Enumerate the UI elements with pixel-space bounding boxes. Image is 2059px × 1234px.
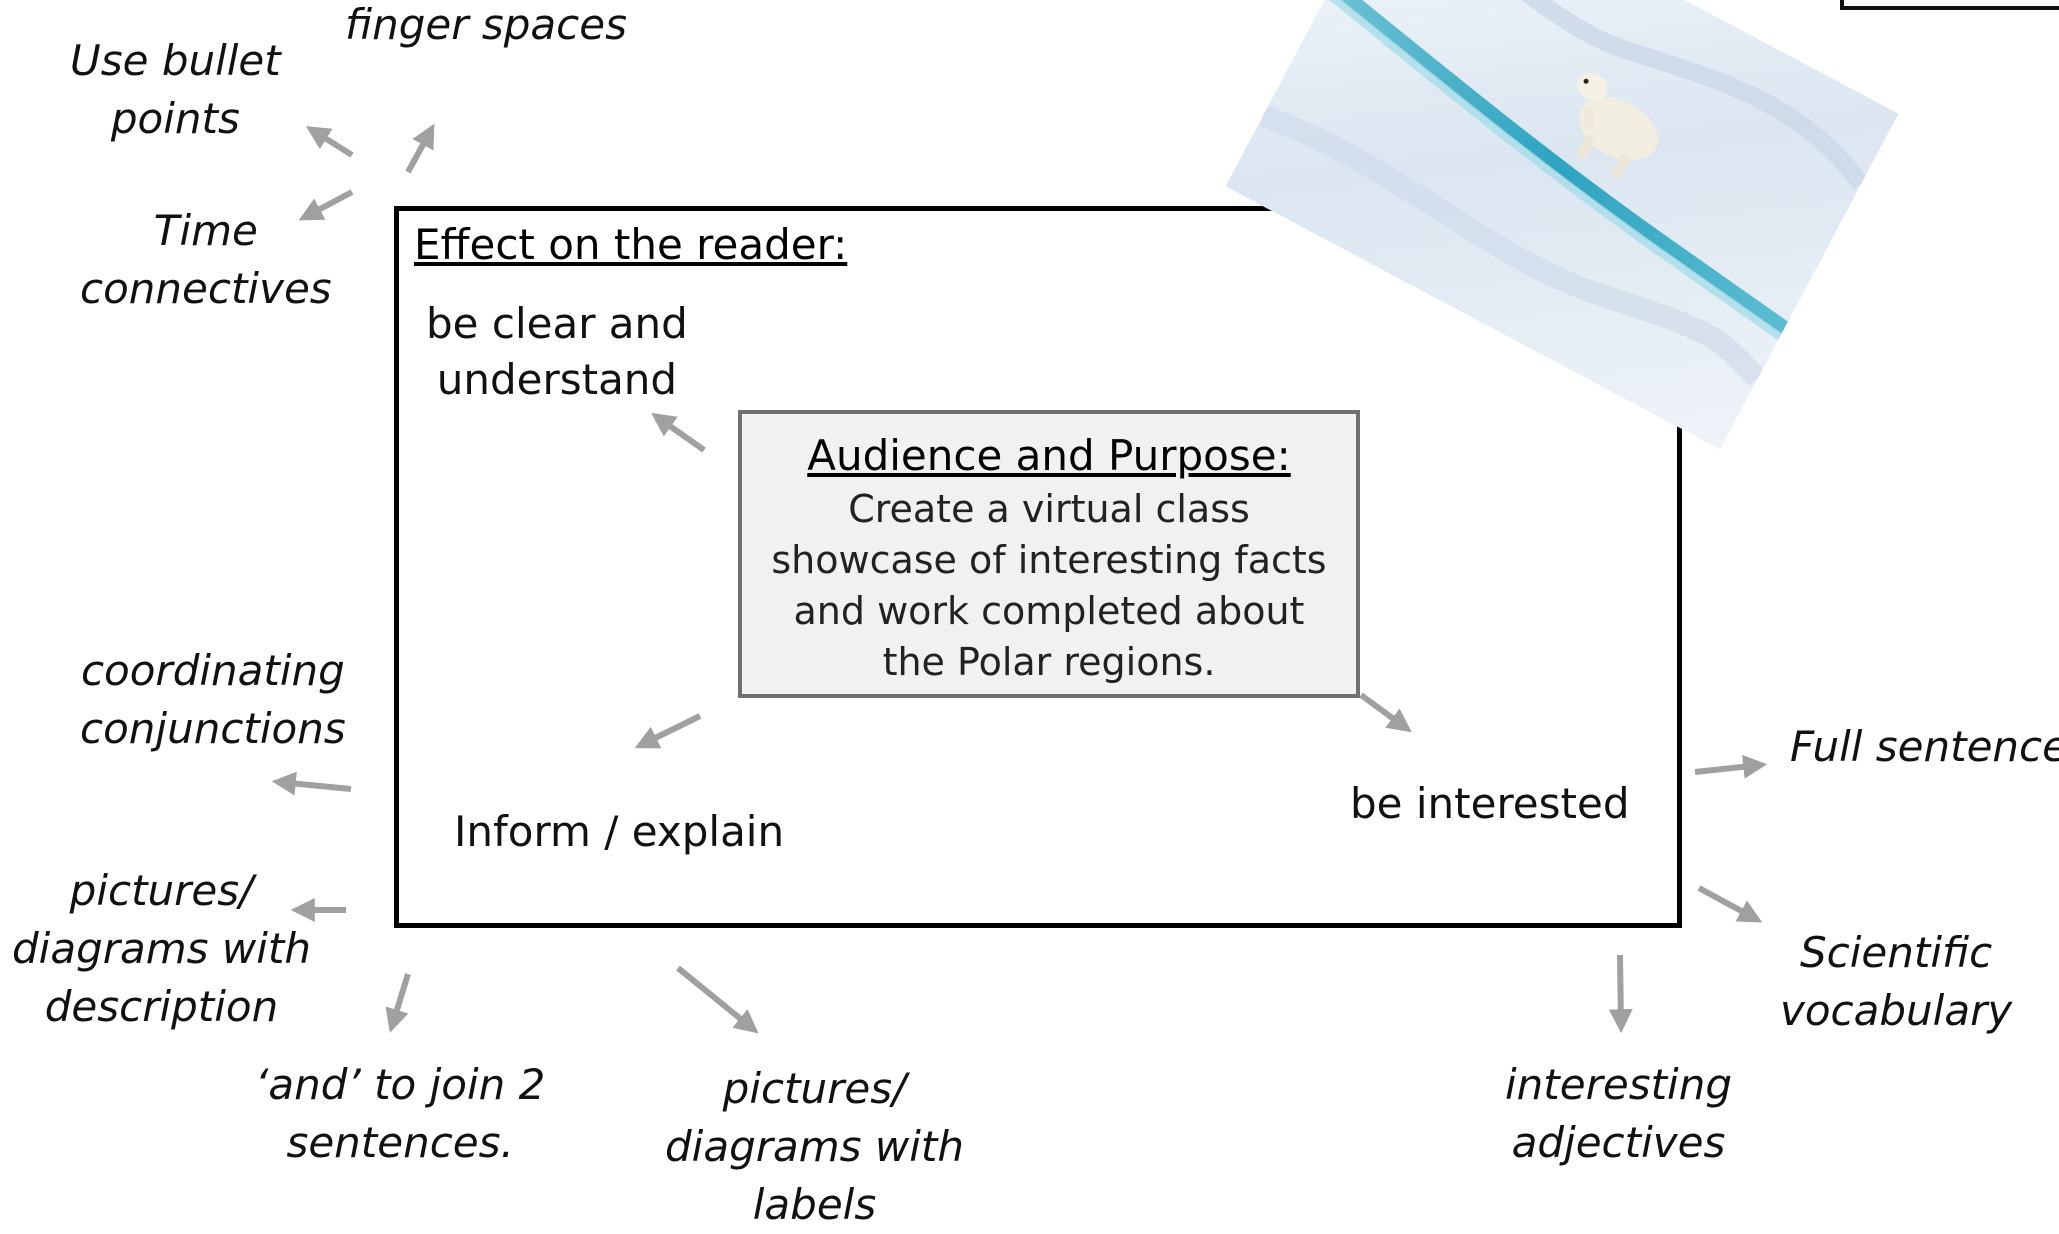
arrow-full-sentence — [1694, 754, 1768, 779]
label-line: Time — [153, 206, 258, 255]
frame-edge — [1840, 0, 2059, 10]
audience-purpose-text: Create a virtual class showcase of inter… — [771, 487, 1327, 684]
label-pictures-description: pictures/ diagrams with description — [12, 862, 311, 1036]
label-and-join: ‘and’ to join 2 sentences. — [255, 1056, 545, 1172]
arrow-interesting-adjectives — [1608, 954, 1633, 1034]
polar-bear-image — [1225, 0, 1899, 450]
label-line: Use bullet — [70, 36, 281, 85]
effect-be-interested: be interested — [1350, 779, 1630, 828]
arrow-time-connectives — [298, 189, 354, 221]
label-line: ‘and’ to join 2 — [255, 1060, 546, 1109]
label-use-bullet-points: Use bullet points — [70, 32, 281, 148]
arrow-scientific-vocabulary — [1697, 885, 1763, 923]
arrow-pictures-labels — [676, 965, 759, 1034]
label-finger-spaces: finger spaces — [345, 0, 627, 49]
label-time-connectives: Time connectives — [80, 202, 332, 318]
label-full-sentence: Full sentence — [1790, 722, 2059, 771]
label-line: points — [110, 94, 240, 143]
label-line: pictures/ — [69, 866, 254, 915]
label-line: conjunctions — [80, 704, 346, 753]
label-line: Scientific — [1799, 928, 1993, 977]
effect-title: Effect on the reader: — [414, 220, 848, 269]
label-line: connectives — [80, 264, 332, 313]
arrow-coordinating-conjunctions — [271, 771, 352, 796]
label-line: be clear and — [426, 299, 688, 348]
label-line: coordinating — [80, 646, 345, 695]
arrow-finger-spaces — [405, 123, 435, 174]
arrow-be-clear — [651, 412, 706, 453]
effect-inform-explain: Inform / explain — [454, 807, 785, 856]
label-interesting-adjectives: interesting adjectives — [1505, 1056, 1732, 1172]
label-line: labels — [752, 1180, 877, 1229]
arrow-inform — [634, 713, 702, 749]
arrow-be-interested — [1359, 692, 1412, 733]
label-line: understand — [436, 355, 678, 404]
label-line: diagrams with — [12, 924, 311, 973]
label-scientific-vocabulary: Scientific vocabulary — [1780, 924, 2012, 1040]
label-coordinating-conjunctions: coordinating conjunctions — [80, 642, 346, 758]
arrow-and-join — [385, 973, 411, 1033]
label-line: pictures/ — [722, 1064, 907, 1113]
label-line: interesting — [1505, 1060, 1733, 1109]
label-line: vocabulary — [1780, 986, 2013, 1035]
arrow-bullet-points — [305, 126, 354, 158]
label-pictures-labels: pictures/ diagrams with labels — [665, 1060, 964, 1234]
label-line: diagrams with — [665, 1122, 964, 1171]
label-line: sentences. — [286, 1118, 514, 1167]
polar-bear-photo — [1225, 0, 1899, 450]
audience-purpose-box: Audience and Purpose: Create a virtual c… — [738, 410, 1360, 698]
label-line: adjectives — [1511, 1118, 1726, 1167]
label-line: description — [44, 982, 279, 1031]
effect-be-clear: be clear and understand — [426, 296, 688, 408]
audience-purpose-title: Audience and Purpose: — [807, 431, 1291, 480]
